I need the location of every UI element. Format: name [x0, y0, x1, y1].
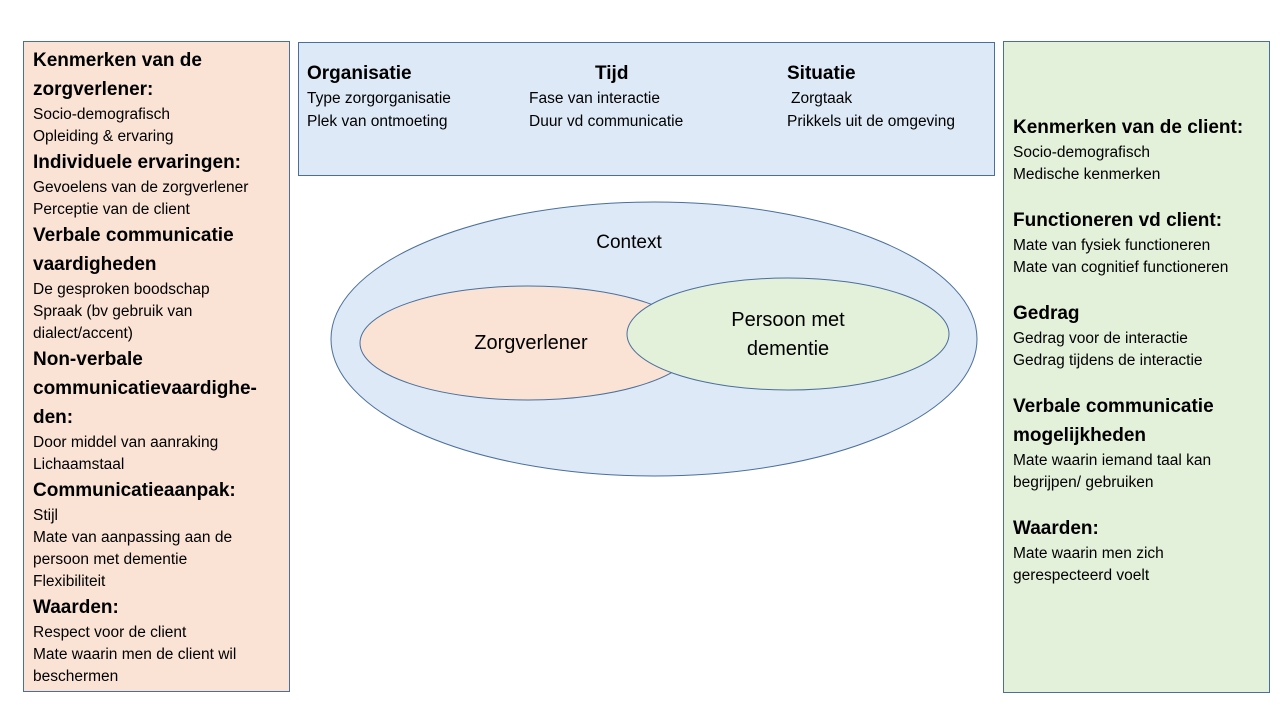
left-section: Waarden: Respect voor de client Mate waa…: [33, 593, 280, 688]
person-label-line1: Persoon met: [731, 309, 845, 331]
client-panel: Kenmerken van de client: Socio-demografi…: [1003, 41, 1270, 693]
column-item: Fase van interactie: [529, 90, 660, 107]
section-item: Door middel van aanraking: [33, 434, 219, 451]
right-section: Verbale communicatie mogelijkheden Mate …: [1013, 392, 1260, 494]
section-title: Verbale communicatie vaardigheden: [33, 225, 234, 275]
left-section: Non-verbale communicatievaardighe-den: D…: [33, 345, 280, 476]
section-item: Flexibiliteit: [33, 573, 106, 590]
section-item: Gedrag voor de interactie: [1013, 330, 1188, 347]
section-item: Gevoelens van de zorgverlener: [33, 179, 249, 196]
left-section: Individuele ervaringen: Gevoelens van de…: [33, 148, 280, 221]
section-item: Respect voor de client: [33, 624, 187, 641]
section-item: Socio-demografisch: [1013, 144, 1150, 161]
section-item: Gedrag tijdens de interactie: [1013, 352, 1203, 369]
context-column-situatie: Situatie Zorgtaak Prikkels uit de omgevi…: [787, 61, 955, 133]
section-title: Kenmerken van de client:: [1013, 117, 1244, 138]
section-item: Mate van aanpassing aan de persoon met d…: [33, 529, 233, 568]
section-title: Non-verbale communicatievaardighe-den:: [33, 349, 257, 428]
left-section: Kenmerken van de zorgverlener: Socio-dem…: [33, 46, 280, 148]
person-label-line2: dementie: [747, 338, 829, 360]
context-column-organisatie: Organisatie Type zorgorganisatie Plek va…: [307, 61, 451, 133]
section-item: Mate waarin men zich gerespecteerd voelt: [1013, 545, 1164, 584]
section-item: De gesproken boodschap: [33, 281, 210, 298]
section-item: Mate van cognitief functioneren: [1013, 259, 1229, 276]
section-item: Mate waarin men de client wil beschermen: [33, 646, 237, 685]
section-title: Waarden:: [33, 597, 119, 618]
section-item: Socio-demografisch: [33, 106, 170, 123]
section-title: Verbale communicatie mogelijkheden: [1013, 396, 1214, 446]
right-section: Functioneren vd client: Mate van fysiek …: [1013, 206, 1260, 279]
left-section: Communicatieaanpak: Stijl Mate van aanpa…: [33, 476, 280, 593]
column-title: Tijd: [595, 63, 629, 84]
section-item: Opleiding & ervaring: [33, 128, 174, 145]
person-ellipse: [626, 277, 950, 391]
section-item: Mate van fysiek functioneren: [1013, 237, 1211, 254]
section-title: Kenmerken van de zorgverlener:: [33, 50, 202, 100]
section-title: Functioneren vd client:: [1013, 210, 1223, 231]
section-title: Communicatieaanpak:: [33, 480, 236, 501]
section-item: Mate waarin iemand taal kan begrijpen/ g…: [1013, 452, 1212, 491]
caregiver-label: Zorgverlener: [474, 332, 588, 354]
left-section: Verbale communicatie vaardigheden De ges…: [33, 221, 280, 345]
section-item: Medische kenmerken: [1013, 166, 1161, 183]
right-section: Waarden: Mate waarin men zich gerespecte…: [1013, 514, 1260, 587]
column-item: Type zorgorganisatie: [307, 90, 451, 107]
caregiver-panel: Kenmerken van de zorgverlener: Socio-dem…: [23, 41, 290, 692]
right-section: Kenmerken van de client: Socio-demografi…: [1013, 113, 1260, 186]
column-title: Organisatie: [307, 63, 412, 84]
column-item: Duur vd communicatie: [529, 113, 684, 130]
right-section: Gedrag Gedrag voor de interactie Gedrag …: [1013, 299, 1260, 372]
section-item: Lichaamstaal: [33, 456, 125, 473]
column-item: Plek van ontmoeting: [307, 113, 448, 130]
context-column-tijd: Tijd Fase van interactie Duur vd communi…: [529, 61, 683, 133]
column-item: Prikkels uit de omgeving: [787, 113, 955, 130]
section-title: Waarden:: [1013, 518, 1099, 539]
context-panel: Organisatie Type zorgorganisatie Plek va…: [298, 42, 995, 176]
column-item: Zorgtaak: [791, 90, 853, 107]
column-title: Situatie: [787, 63, 856, 84]
section-item: Stijl: [33, 507, 58, 524]
section-title: Individuele ervaringen:: [33, 152, 241, 173]
section-title: Gedrag: [1013, 303, 1080, 324]
section-item: Spraak (bv gebruik van dialect/accent): [33, 303, 193, 342]
context-label: Context: [596, 232, 662, 253]
section-item: Perceptie van de client: [33, 201, 190, 218]
